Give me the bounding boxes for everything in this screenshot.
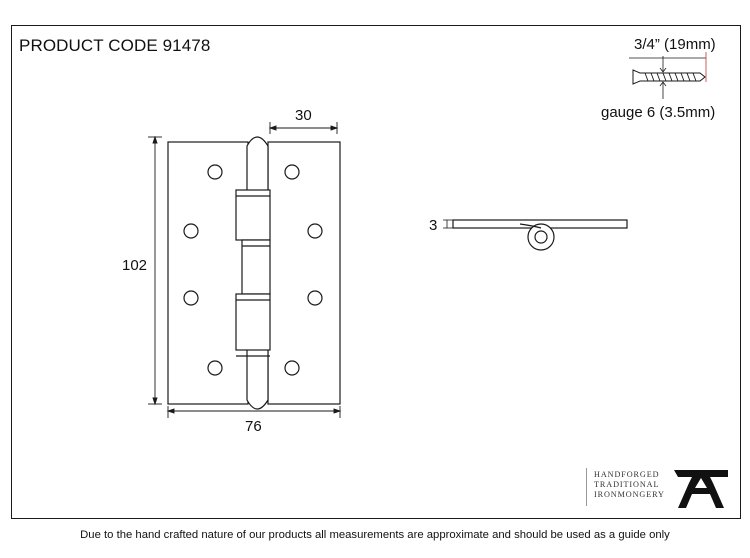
dim-line-pin-width: [268, 122, 339, 134]
drawing-frame: [11, 25, 741, 519]
screw-length-label: 3/4” (19mm): [634, 36, 716, 53]
hinge-side-view: [443, 219, 628, 251]
hinge-right-leaf: [267, 141, 341, 405]
dimension-pin-width: 30: [295, 107, 312, 124]
dimension-thickness: 3: [429, 217, 438, 234]
screw-holes: [183, 164, 323, 376]
screw-illustration: [629, 52, 707, 99]
dimension-height: 102: [122, 257, 148, 274]
product-code: PRODUCT CODE 91478: [19, 36, 211, 55]
brand-line-1: HANDFORGED: [594, 470, 660, 479]
hinge-knuckle: [235, 136, 271, 410]
brand-line-3: IRONMONGERY: [594, 490, 665, 499]
footer-disclaimer: Due to the hand crafted nature of our pr…: [80, 529, 670, 541]
anvil-icon: [674, 470, 728, 508]
brand-text: HANDFORGED TRADITIONAL IRONMONGERY: [594, 470, 665, 500]
brand-logo: HANDFORGED TRADITIONAL IRONMONGERY: [586, 466, 736, 510]
dimension-width: 76: [245, 418, 262, 435]
screw-gauge-label: gauge 6 (3.5mm): [601, 104, 716, 121]
dim-line-width: [166, 406, 342, 418]
dim-line-height: [148, 135, 162, 406]
brand-divider: [586, 468, 587, 506]
brand-line-2: TRADITIONAL: [594, 480, 660, 489]
hinge-left-leaf: [167, 141, 249, 405]
